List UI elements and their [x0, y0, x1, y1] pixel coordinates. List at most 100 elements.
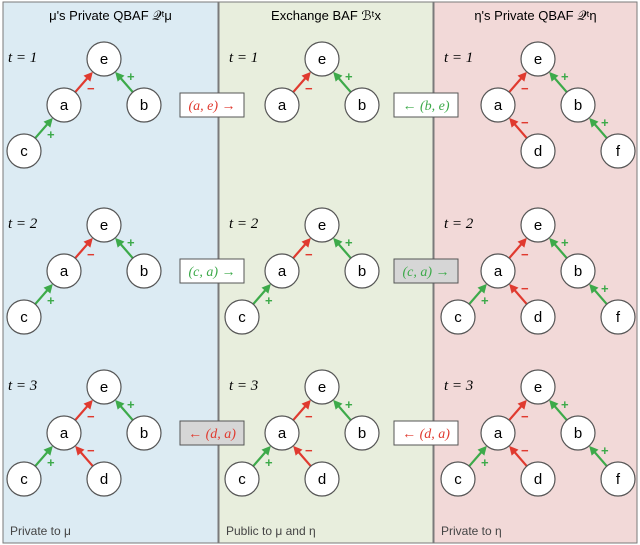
edge-sign-attack: − — [521, 247, 529, 262]
argument-label-c: c — [454, 309, 462, 326]
edge-sign-support: + — [265, 455, 273, 470]
edge-sign-attack: − — [305, 247, 313, 262]
argument-node-c — [440, 461, 476, 497]
argument-node-a — [264, 87, 300, 123]
arrowhead-a-e — [301, 399, 311, 410]
edge-sign-support: + — [481, 455, 489, 470]
edge-d-a-attack — [512, 121, 528, 139]
arrowhead-d-a — [509, 445, 519, 456]
edge-sign-support: + — [601, 281, 609, 296]
step-label-middle-3: t = 3 — [229, 378, 258, 394]
panel-right — [433, 1, 638, 544]
argument-label-b: b — [358, 425, 366, 442]
edge-c-a-support — [34, 287, 50, 305]
edge-sign-attack: − — [305, 443, 313, 458]
argument-node-b — [126, 253, 162, 289]
edge-sign-support: + — [47, 293, 55, 308]
panel-title-middle: Exchange BAF ℬᵗx — [271, 8, 381, 23]
argument-label-e: e — [318, 51, 326, 68]
arrowhead-d-a — [509, 283, 519, 294]
argument-label-b: b — [574, 425, 582, 442]
argument-node-f — [600, 299, 636, 335]
edge-sign-attack: − — [521, 281, 529, 296]
arrowhead-b-e — [115, 71, 125, 82]
argument-label-b: b — [140, 263, 148, 280]
arrowhead-b-e — [549, 71, 559, 82]
argument-label-c: c — [454, 471, 462, 488]
edge-a-e-attack — [292, 75, 308, 93]
edge-c-a-support — [252, 287, 268, 305]
arrowhead-f-b — [589, 445, 599, 456]
arrowhead-a-e — [517, 237, 527, 248]
argument-label-c: c — [20, 309, 28, 326]
edge-sign-support: + — [561, 397, 569, 412]
arrowhead-b-e — [549, 237, 559, 248]
argument-label-a: a — [60, 97, 69, 114]
argument-node-a — [264, 415, 300, 451]
argument-label-c: c — [238, 471, 246, 488]
argument-label-d: d — [534, 471, 542, 488]
edge-sign-attack: − — [521, 443, 529, 458]
argument-label-b: b — [358, 97, 366, 114]
argument-node-d — [304, 461, 340, 497]
argument-label-c: c — [20, 143, 28, 160]
argument-label-a: a — [494, 263, 503, 280]
arrowhead-a-e — [517, 399, 527, 410]
arrowhead-a-e — [83, 71, 93, 82]
edge-sign-attack: − — [521, 81, 529, 96]
edge-b-e-support — [118, 75, 134, 93]
argument-node-e — [520, 369, 556, 405]
argument-node-c — [6, 299, 42, 335]
argument-label-e: e — [318, 379, 326, 396]
message-text: ← (b, e) — [402, 99, 449, 114]
edge-c-a-support — [34, 449, 50, 467]
edge-sign-support: + — [481, 293, 489, 308]
edge-a-e-attack — [74, 241, 90, 259]
edge-b-e-support — [552, 75, 568, 93]
edge-sign-attack: − — [521, 409, 529, 424]
edge-sign-attack: − — [87, 409, 95, 424]
argument-node-e — [520, 207, 556, 243]
argument-node-b — [560, 415, 596, 451]
panel-footer-right: Private to η — [441, 524, 502, 538]
argument-label-d: d — [534, 309, 542, 326]
argument-label-b: b — [358, 263, 366, 280]
edge-d-a-attack — [78, 449, 94, 467]
message-box-left-2 — [179, 258, 245, 284]
edge-d-a-attack — [296, 449, 312, 467]
step-label-right-3: t = 3 — [444, 378, 473, 394]
edge-sign-support: + — [47, 127, 55, 142]
arrowhead-d-a — [509, 117, 519, 128]
argument-node-a — [264, 253, 300, 289]
arrowhead-c-a — [43, 117, 53, 128]
argument-label-d: d — [318, 471, 326, 488]
arrowhead-c-a — [261, 283, 271, 294]
argument-node-a — [480, 87, 516, 123]
argument-node-b — [344, 415, 380, 451]
argument-node-c — [6, 461, 42, 497]
arrowhead-d-a — [75, 445, 85, 456]
argument-label-d: d — [100, 471, 108, 488]
argument-label-e: e — [100, 379, 108, 396]
edge-sign-attack: − — [305, 409, 313, 424]
argument-node-e — [304, 207, 340, 243]
edge-a-e-attack — [508, 241, 524, 259]
argument-node-a — [480, 415, 516, 451]
edge-sign-attack: − — [87, 81, 95, 96]
arrowhead-c-a — [261, 445, 271, 456]
argument-node-b — [126, 87, 162, 123]
argument-node-a — [46, 253, 82, 289]
message-text: ← (d, a) — [188, 427, 236, 442]
argument-node-e — [304, 369, 340, 405]
arrowhead-f-b — [589, 117, 599, 128]
argument-label-e: e — [100, 51, 108, 68]
argument-label-b: b — [574, 263, 582, 280]
message-box-left-3 — [179, 420, 245, 446]
argument-node-a — [480, 253, 516, 289]
step-label-right-1: t = 1 — [444, 50, 473, 66]
edge-d-a-attack — [512, 287, 528, 305]
panel-title-right: η's Private QBAF 𝒬ᵗη — [474, 8, 596, 23]
message-box-right-3 — [393, 420, 459, 446]
arrowhead-a-e — [301, 71, 311, 82]
